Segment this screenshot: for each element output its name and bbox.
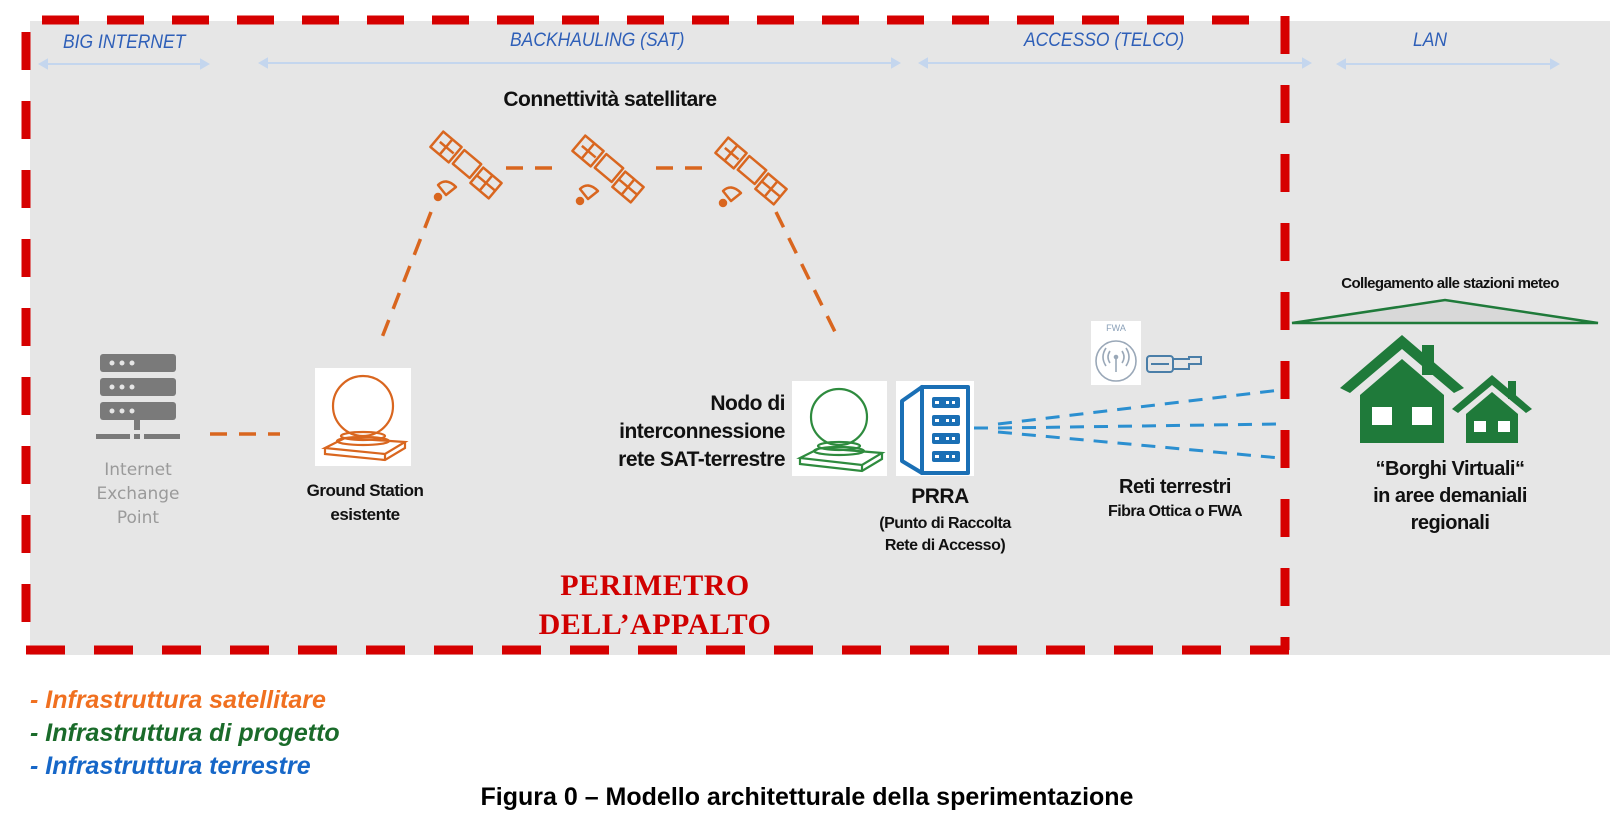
section-label-backhauling: BACKHAULING (SAT)	[510, 30, 685, 51]
perimeter-label: PERIMETRO DELL’APPALTO	[455, 566, 855, 644]
prra-description: (Punto di Raccolta Rete di Accesso)	[860, 513, 1030, 557]
satellite-icon	[429, 130, 503, 202]
satellite-icon	[714, 136, 788, 208]
figure-caption: Figura 0 – Modello architetturale della …	[480, 783, 1134, 811]
terrestrial-subtitle: Fibra Ottica o FWA	[1107, 503, 1243, 520]
interconnection-label-line: rete SAT-terrestre	[618, 448, 785, 471]
server-rack-icon	[96, 354, 180, 439]
ixp-label-line: Internet	[104, 460, 172, 480]
prra-title: PRRA	[911, 485, 969, 508]
uplink-ground-station	[379, 211, 433, 341]
interconnection-dome-icon	[796, 387, 886, 473]
interconnection-label-line: interconnessione	[619, 420, 785, 443]
weather-station-label: Collegamento alle stazioni meteo	[1341, 275, 1559, 292]
perimeter-label-line: PERIMETRO	[560, 569, 750, 602]
satellite-icon	[571, 134, 645, 206]
borghi-label-line: regionali	[1410, 512, 1490, 534]
section-label-lan: LAN	[1413, 30, 1448, 51]
server-cabinet-icon	[900, 385, 970, 475]
perimeter-label-line: DELL’APPALTO	[538, 608, 772, 641]
prra-description-line: (Punto di Raccolta	[879, 515, 1011, 532]
section-label-accesso: ACCESSO (TELCO)	[1024, 30, 1185, 51]
ixp-label: Internet Exchange Point	[76, 458, 200, 530]
fwa-badge-box	[1091, 321, 1141, 385]
interconnection-node-label: Nodo di interconnessione rete SAT-terres…	[575, 390, 785, 474]
borghi-label-line: in aree demaniali	[1373, 485, 1527, 507]
prra-description-line: Rete di Accesso)	[884, 537, 1006, 554]
diagram-background	[30, 21, 1610, 655]
terrestrial-title: Reti terrestri	[1119, 476, 1231, 498]
fwa-antenna-icon	[1095, 340, 1137, 382]
legend-item-terrestrial: - Infrastruttura terrestre	[30, 752, 311, 780]
ground-station-dome-icon	[321, 374, 409, 462]
ground-station-label-line: esistente	[330, 505, 400, 524]
legend-item-satellite: - Infrastruttura satellitare	[30, 686, 326, 714]
legend-item-project: - Infrastruttura di progetto	[30, 719, 340, 747]
section-label-big-internet: BIG INTERNET	[63, 32, 186, 53]
downlink-interconnection	[774, 211, 842, 343]
ground-station-label-line: Ground Station	[306, 481, 424, 500]
fwa-badge-label: FWA	[1106, 323, 1126, 333]
fiber-connector-icon	[1146, 355, 1202, 373]
borghi-label-line: “Borghi Virtuali“	[1375, 458, 1525, 480]
houses-icon	[1340, 335, 1532, 443]
ground-station-label: Ground Station esistente	[285, 479, 445, 527]
borghi-label: “Borghi Virtuali“ in aree demaniali regi…	[1350, 456, 1550, 537]
satellite-connectivity-title: Connettività satellitare	[503, 88, 717, 111]
interconnection-label-line: Nodo di	[710, 392, 785, 415]
ixp-label-line: Exchange	[96, 484, 180, 504]
weather-link-triangle	[1291, 298, 1599, 325]
ixp-label-line: Point	[116, 508, 160, 528]
